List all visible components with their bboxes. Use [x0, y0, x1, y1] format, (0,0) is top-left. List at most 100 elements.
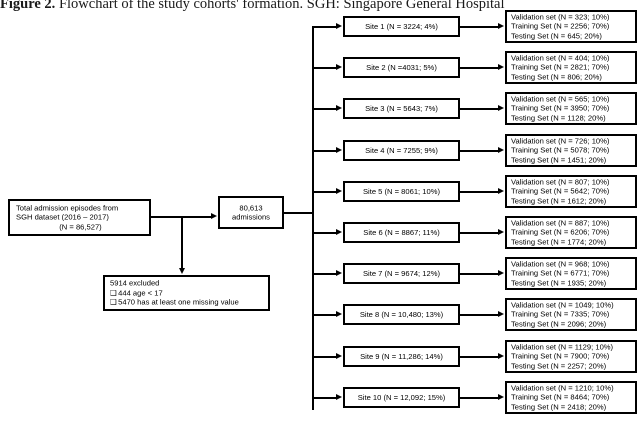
node-site-7: Site 7 (N = 9674; 12%) [343, 263, 460, 284]
node-split-site-8: Validation set (N = 1049; 10%)Training S… [505, 298, 637, 331]
arrowhead-into-split-4 [498, 147, 504, 153]
site-6-validation-set: Validation set (N = 887; 10%) [511, 218, 610, 228]
node-site-9: Site 9 (N = 11,286; 14%) [343, 346, 460, 367]
connector-trunk-to-site-3 [312, 107, 337, 110]
arrowhead-into-site-7 [336, 270, 342, 276]
node-site-6: Site 6 (N = 8867; 11%) [343, 222, 460, 243]
site-3-training-set: Training Set (N = 3950; 70%) [511, 103, 610, 113]
node-total-admissions: Total admission episodes from SGH datase… [8, 199, 151, 236]
site-3-label: Site 3 (N = 5643; 7%) [365, 103, 438, 113]
excluded-line3: 5470 has at least one missing value [118, 297, 239, 307]
connector-trunk-to-site-8 [312, 313, 337, 316]
site-6-training-set: Training Set (N = 6206; 70%) [511, 227, 610, 237]
connector-to-excluded [181, 216, 183, 269]
site-10-testing-set: Testing Set (N = 2418; 20%) [511, 402, 607, 412]
figure-caption: Figure 2. Flowchart of the study cohorts… [0, 0, 640, 14]
connector-site-10-to-split [460, 396, 499, 399]
connector-site-3-to-split [460, 107, 499, 110]
node-admissions: 80,613 admissions [218, 196, 284, 229]
connector-site-4-to-split [460, 149, 499, 152]
connector-site-7-to-split [460, 272, 499, 275]
site-1-label: Site 1 (N = 3224; 4%) [365, 21, 438, 31]
site-9-testing-set: Testing Set (N = 2257; 20%) [511, 361, 607, 371]
connector-site-2-to-split [460, 66, 499, 69]
site-9-label: Site 9 (N = 11,286; 14%) [360, 351, 443, 361]
arrowhead-into-site-2 [336, 64, 342, 70]
site-8-label: Site 8 (N = 10,480; 13%) [359, 309, 444, 319]
checkbox-icon: ❑ [110, 297, 117, 307]
arrowhead-into-split-6 [498, 229, 504, 235]
node-split-site-4: Validation set (N = 726; 10%)Training Se… [505, 134, 637, 167]
site-3-validation-set: Validation set (N = 565; 10%) [511, 94, 610, 104]
admissions-line2: admissions [232, 212, 270, 222]
node-split-site-10: Validation set (N = 1210; 10%)Training S… [505, 381, 637, 414]
admissions-line1: 80,613 [239, 202, 263, 212]
site-4-testing-set: Testing Set (N = 1451; 20%) [511, 155, 607, 165]
node-site-1: Site 1 (N = 3224; 4%) [343, 16, 460, 37]
excluded-line3-row: ❑ 5470 has at least one missing value [110, 298, 264, 308]
arrowhead-into-site-6 [336, 229, 342, 235]
node-excluded: 5914 excluded ❑ 444 age < 17 ❑ 5470 has … [103, 275, 270, 311]
node-site-2: Site 2 (N =4031; 5%) [343, 57, 460, 78]
figure-caption-text: Flowchart of the study cohorts' formatio… [55, 0, 505, 12]
arrowhead-into-site-1 [336, 23, 342, 29]
node-site-8: Site 8 (N = 10,480; 13%) [343, 304, 460, 325]
site-7-training-set: Training Set (N = 6771; 70%) [511, 268, 610, 278]
connector-site-5-to-split [460, 190, 499, 193]
site-4-training-set: Training Set (N = 5078; 70%) [511, 145, 610, 155]
node-split-site-9: Validation set (N = 1129; 10%)Training S… [505, 340, 637, 373]
connector-site-1-to-split [460, 25, 499, 28]
excluded-line1: 5914 excluded [110, 278, 160, 288]
trunk-vertical-line [312, 26, 314, 410]
site-7-testing-set: Testing Set (N = 1935; 20%) [511, 278, 607, 288]
connector-trunk-to-site-10 [312, 396, 337, 399]
connector-site-8-to-split [460, 313, 499, 316]
total-admissions-line1: Total admission episodes from [16, 203, 119, 213]
node-split-site-6: Validation set (N = 887; 10%)Training Se… [505, 216, 637, 249]
arrowhead-into-split-8 [498, 311, 504, 317]
node-site-5: Site 5 (N = 8061; 10%) [343, 181, 460, 202]
connector-site-9-to-split [460, 355, 499, 358]
site-6-testing-set: Testing Set (N = 1774; 20%) [511, 237, 607, 247]
connector-site-6-to-split [460, 231, 499, 234]
site-7-validation-set: Validation set (N = 968; 10%) [511, 259, 610, 269]
node-site-4: Site 4 (N = 7255; 9%) [343, 140, 460, 161]
site-2-label: Site 2 (N =4031; 5%) [366, 62, 437, 72]
arrowhead-into-site-4 [336, 147, 342, 153]
site-6-label: Site 6 (N = 8867; 11%) [363, 227, 440, 237]
node-split-site-5: Validation set (N = 807; 10%)Training Se… [505, 175, 637, 208]
site-2-training-set: Training Set (N = 2821; 70%) [511, 62, 610, 72]
arrowhead-into-site-9 [336, 353, 342, 359]
site-5-testing-set: Testing Set (N = 1612; 20%) [511, 196, 607, 206]
site-5-label: Site 5 (N = 8061; 10%) [362, 186, 441, 196]
node-split-site-3: Validation set (N = 565; 10%)Training Se… [505, 92, 637, 125]
arrowhead-into-split-9 [498, 353, 504, 359]
site-5-training-set: Training Set (N = 5642; 70%) [511, 186, 610, 196]
connector-trunk-to-site-5 [312, 190, 337, 193]
connector-trunk-to-site-2 [312, 66, 337, 69]
site-1-testing-set: Testing Set (N = 645; 20%) [511, 31, 602, 41]
arrowhead-into-split-1 [498, 23, 504, 29]
node-split-site-2: Validation set (N = 404; 10%)Training Se… [505, 51, 637, 84]
site-8-testing-set: Testing Set (N = 2096; 20%) [511, 319, 607, 329]
connector-trunk-to-site-9 [312, 355, 337, 358]
arrowhead-into-site-8 [336, 311, 342, 317]
site-2-validation-set: Validation set (N = 404; 10%) [511, 53, 610, 63]
site-4-label: Site 4 (N = 7255; 9%) [365, 145, 438, 155]
site-7-label: Site 7 (N = 9674; 12%) [362, 268, 441, 278]
node-site-3: Site 3 (N = 5643; 7%) [343, 98, 460, 119]
arrowhead-into-split-2 [498, 64, 504, 70]
arrowhead-into-site-3 [336, 105, 342, 111]
excluded-line2-row: ❑ 444 age < 17 [110, 288, 264, 298]
arrowhead-into-site-5 [336, 188, 342, 194]
site-10-training-set: Training Set (N = 8464; 70%) [511, 392, 610, 402]
connector-trunk-to-site-6 [312, 231, 337, 234]
site-3-testing-set: Testing Set (N = 1128; 20%) [511, 113, 606, 123]
arrowhead-into-split-3 [498, 105, 504, 111]
total-admissions-line3: (N = 86,527) [59, 222, 102, 232]
site-1-validation-set: Validation set (N = 323; 10%) [511, 12, 610, 22]
connector-trunk-to-site-1 [312, 25, 337, 28]
figure-caption-label: Figure 2. [0, 0, 56, 12]
site-9-training-set: Training Set (N = 7900; 70%) [511, 351, 610, 361]
